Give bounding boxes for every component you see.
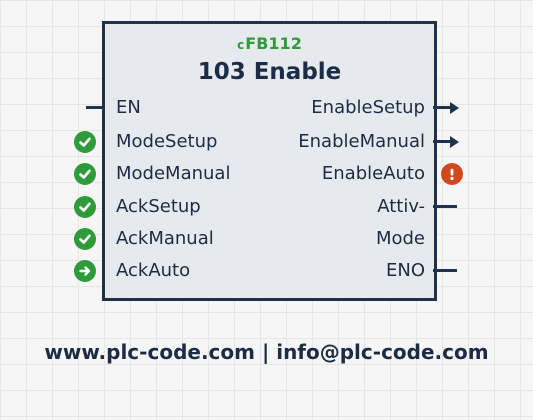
- wire-glyph-icon: ᴄ: [237, 38, 245, 52]
- input-ackmanual-label: AckManual: [116, 228, 214, 249]
- check-circle-icon: [74, 228, 96, 250]
- input-ackauto-label: AckAuto: [116, 260, 191, 281]
- exclamation-circle-icon: [441, 163, 463, 185]
- function-block[interactable]: ᴄFB112 103 Enable: [102, 21, 437, 301]
- output-enablesetup-label: EnableSetup: [311, 97, 425, 118]
- footer-contact: www.plc-code.com | info@plc-code.com: [44, 340, 489, 364]
- enablesetup-output-wire[interactable]: [433, 106, 451, 109]
- input-acksetup-label: AckSetup: [116, 196, 201, 217]
- enablemanual-output-wire[interactable]: [433, 140, 451, 143]
- en-input-wire[interactable]: [86, 106, 104, 109]
- input-modesetup-label: ModeSetup: [116, 131, 218, 152]
- block-number: ᴄFB112: [105, 34, 434, 53]
- check-circle-icon: [74, 131, 96, 153]
- output-eno-label: ENO: [385, 260, 425, 281]
- input-en-label: EN: [116, 97, 141, 118]
- block-title: 103 Enable: [197, 59, 342, 85]
- output-attiv-label: Attiv-: [377, 196, 425, 217]
- attiv-output-wire[interactable]: [433, 205, 457, 208]
- check-circle-icon: [74, 163, 96, 185]
- output-enableauto-label: EnableAuto: [321, 163, 425, 184]
- arrow-right-icon: [450, 101, 459, 114]
- arrow-right-icon: [450, 135, 459, 148]
- eno-output-wire[interactable]: [433, 269, 457, 272]
- block-number-text: FB112: [245, 34, 302, 53]
- output-enablemanual-label: EnableManual: [298, 131, 425, 152]
- check-circle-icon: [74, 196, 96, 218]
- arrow-right-circle-icon: [74, 260, 96, 282]
- output-mode-label: Mode: [375, 228, 425, 249]
- input-modemanual-label: ModeManual: [116, 163, 231, 184]
